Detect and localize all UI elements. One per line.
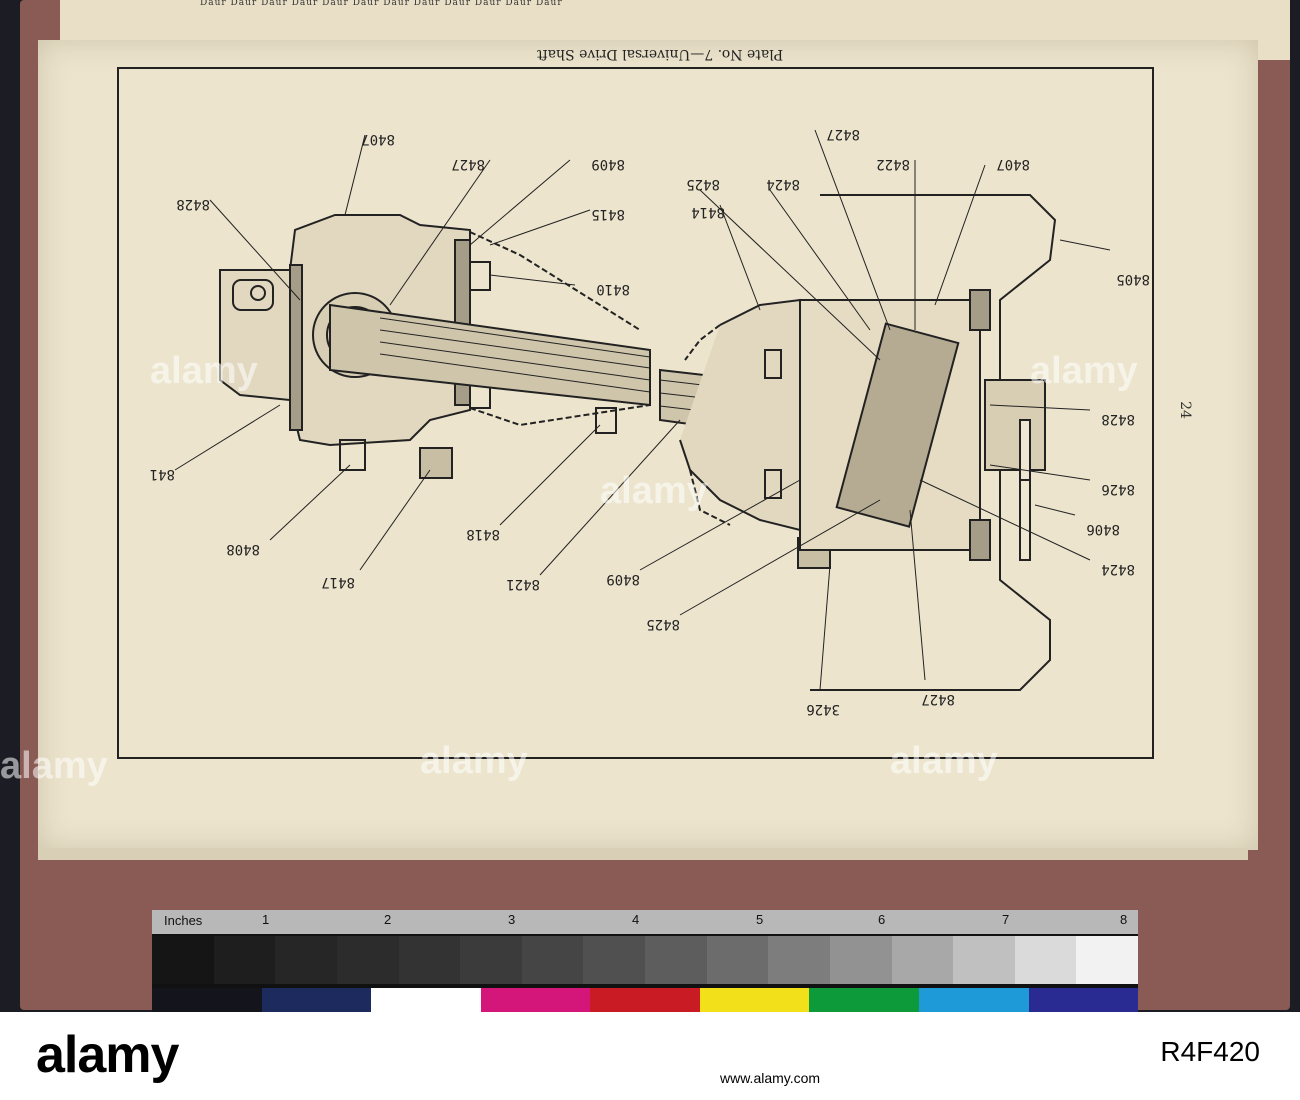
ruler-tick: 5 <box>756 912 764 927</box>
part-label: 8417 <box>321 574 355 590</box>
gray-patch <box>398 936 461 984</box>
grayscale-patches <box>152 936 1138 984</box>
part-label: 8414 <box>691 204 725 220</box>
gray-patch <box>460 936 522 984</box>
part-label: 8418 <box>466 526 500 542</box>
part-label: 8425 <box>686 176 720 192</box>
gray-patch <box>1014 936 1077 984</box>
part-label: 8428 <box>176 196 210 212</box>
gray-patch <box>953 936 1015 984</box>
ruler-tick: 8 <box>1120 912 1128 927</box>
ruler-tick: 1 <box>262 912 270 927</box>
ruler-title: Inches <box>164 913 203 928</box>
left-lubricator <box>419 447 453 479</box>
ruler-tick: 4 <box>632 912 640 927</box>
watermark: alamy <box>0 745 108 787</box>
leader-lines <box>174 129 1111 691</box>
part-label: 8415 <box>591 206 625 222</box>
watermark: alamy <box>150 350 258 392</box>
part-label: 8406 <box>1086 521 1120 537</box>
color-patch <box>371 988 481 1016</box>
watermark: alamy <box>600 470 708 512</box>
gray-patch <box>645 936 707 984</box>
ruler-tick: 2 <box>384 912 392 927</box>
part-label: 8424 <box>766 176 800 192</box>
color-patches <box>152 988 1139 1016</box>
clamp-bolt <box>595 407 617 434</box>
gray-patch <box>706 936 769 984</box>
watermark: alamy <box>1030 350 1138 392</box>
footer-bar <box>0 1012 1300 1100</box>
part-label: 8427 <box>921 691 955 707</box>
part-label: 3426 <box>806 701 840 717</box>
color-patch <box>699 988 810 1016</box>
part-label: 8409 <box>606 571 640 587</box>
part-label: 8422 <box>876 156 910 172</box>
left-boot <box>469 231 651 427</box>
color-patch <box>480 988 591 1016</box>
gray-patch <box>583 936 645 984</box>
left-shaft <box>329 303 651 407</box>
gray-patch <box>152 936 214 984</box>
part-label: 8421 <box>506 576 540 592</box>
part-label: 8428 <box>1101 411 1135 427</box>
plate-frame <box>117 67 1154 759</box>
inch-scale: Inches 1 2 3 4 5 6 7 8 <box>152 910 1138 934</box>
gray-patch <box>768 936 830 984</box>
color-patch <box>590 988 700 1016</box>
book-page <box>38 40 1258 850</box>
alamy-logo: alamy <box>36 1026 179 1084</box>
part-label: 8409 <box>591 156 625 172</box>
watermark: alamy <box>420 740 528 782</box>
color-calibration-ruler: Inches 1 2 3 4 5 6 7 8 <box>152 910 1139 1016</box>
gray-patch <box>891 936 954 984</box>
color-patch <box>261 988 372 1016</box>
part-label: 8424 <box>1101 561 1135 577</box>
part-label: 8407 <box>996 156 1030 172</box>
gray-patch <box>336 936 399 984</box>
part-label: 8407 <box>361 131 395 147</box>
color-patch <box>809 988 919 1016</box>
part-label: 8410 <box>596 281 630 297</box>
part-label: 8405 <box>1116 271 1150 287</box>
part-label: 8426 <box>1101 481 1135 497</box>
image-id: R4F420 <box>1160 1036 1260 1067</box>
ruler-tick: 3 <box>508 912 516 927</box>
previous-page-text: Daur Daur Daur Daur Daur Daur Daur Daur … <box>200 0 563 8</box>
footer-url: www.alamy.com <box>720 1070 821 1086</box>
part-label: 8427 <box>451 156 485 172</box>
gray-patch <box>1076 936 1138 984</box>
gray-patch <box>521 936 584 984</box>
color-patch <box>152 988 262 1016</box>
color-patch <box>1028 988 1139 1016</box>
ruler-tick: 6 <box>878 912 886 927</box>
color-patch <box>918 988 1029 1016</box>
part-label: 841 <box>150 466 175 482</box>
gray-patch <box>275 936 337 984</box>
ruler-tick: 7 <box>1002 912 1010 927</box>
part-label: 8425 <box>646 616 680 632</box>
gray-patch <box>829 936 892 984</box>
part-labels: 8407 8427 8409 8428 8415 8410 841 8408 8… <box>150 126 1150 717</box>
part-label: 8408 <box>226 541 260 557</box>
gray-patch <box>213 936 276 984</box>
part-label: 8427 <box>826 126 860 142</box>
right-joint-housing <box>679 194 1057 691</box>
right-boot <box>684 324 731 526</box>
page-edge <box>38 848 1248 860</box>
watermark: alamy <box>890 740 998 782</box>
